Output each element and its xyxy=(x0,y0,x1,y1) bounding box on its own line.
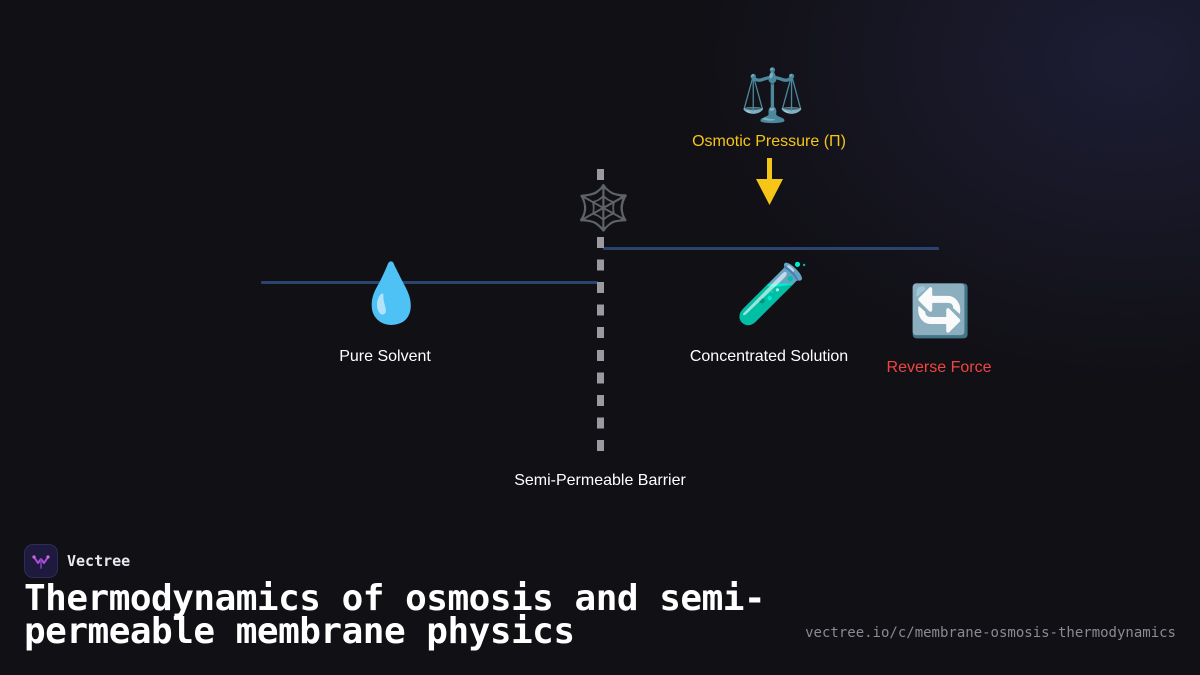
semi-permeable-membrane xyxy=(597,169,604,455)
pure-solvent-label: Pure Solvent xyxy=(339,348,431,365)
membrane-icon-backdrop xyxy=(576,186,624,234)
brand: Vectree xyxy=(24,544,130,578)
reverse-force-label: Reverse Force xyxy=(886,359,992,376)
osmosis-diagram: 🕸️ 💧 Pure Solvent 🧪 Concentrated Solutio… xyxy=(261,66,992,489)
counterclockwise-arrows-icon: 🔄 xyxy=(909,282,972,340)
test-tube-icon: 🧪 xyxy=(735,259,810,329)
water-droplet-icon: 💧 xyxy=(355,259,428,327)
spider-web-icon: 🕸️ xyxy=(576,183,631,234)
balance-scale-icon: ⚖️ xyxy=(740,66,805,126)
source-url: vectree.io/c/membrane-osmosis-thermodyna… xyxy=(805,625,1176,641)
barrier-label: Semi-Permeable Barrier xyxy=(514,472,686,489)
vectree-logo-icon xyxy=(24,544,58,578)
brand-name: Vectree xyxy=(67,552,131,570)
solvent-level-line xyxy=(261,281,598,284)
page-title: Thermodynamics of osmosis and semi-perme… xyxy=(24,578,766,652)
concentrated-solution-label: Concentrated Solution xyxy=(689,348,849,365)
pressure-arrow-icon xyxy=(756,158,783,205)
osmotic-pressure-label: Osmotic Pressure (Π) xyxy=(692,133,846,150)
solution-level-line xyxy=(603,247,939,250)
